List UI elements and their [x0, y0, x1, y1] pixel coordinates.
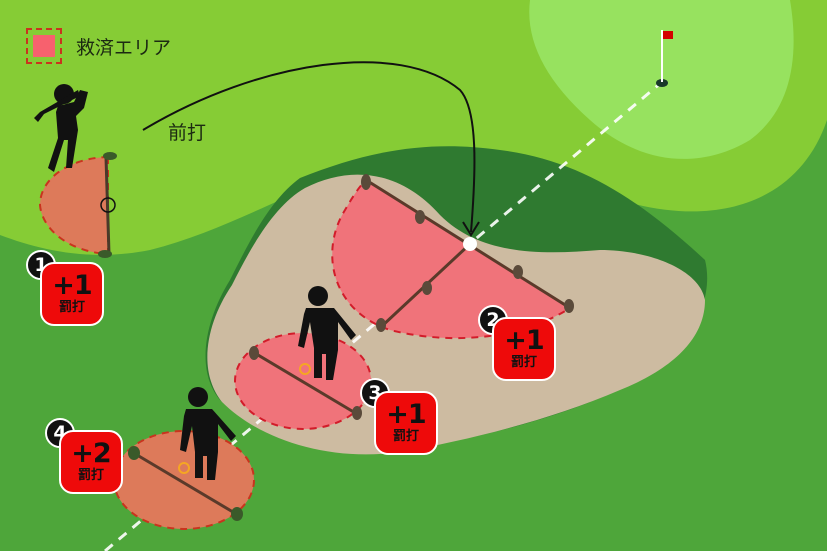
reference-point: [299, 363, 311, 375]
previous-spot-marker: [100, 197, 116, 213]
penalty-unit: 罰打: [58, 300, 85, 315]
club-head-icon: [564, 299, 574, 313]
golfer-swinging-icon: [34, 84, 88, 172]
club-length-line: [104, 156, 111, 255]
penalty-badge-3: +1 罰打: [374, 391, 438, 455]
penalty-strokes: +1: [386, 399, 426, 430]
club-head-icon: [415, 210, 425, 224]
club-length-line: [131, 450, 239, 517]
club-length-line: [252, 350, 358, 416]
club-head-icon: [103, 152, 117, 160]
previous-shot-label: 前打: [168, 122, 207, 144]
club-head-icon: [361, 174, 371, 190]
golfer-standing-icon: [298, 286, 356, 380]
club-head-icon: [376, 318, 386, 332]
penalty-unit: 罰打: [77, 468, 104, 483]
penalty-strokes: +1: [504, 325, 544, 356]
relief-area-swatch: [26, 28, 62, 64]
penalty-badge-2: +1 罰打: [492, 317, 556, 381]
hole-cup: [656, 79, 668, 87]
legend-label: 救済エリア: [76, 36, 172, 59]
ball-position: [463, 237, 477, 251]
penalty-unit: 罰打: [392, 429, 419, 444]
club-head-icon: [513, 265, 523, 279]
penalty-badge-4: +2 罰打: [59, 430, 123, 494]
legend: 救済エリア: [26, 28, 171, 64]
penalty-badge-1: +1 罰打: [40, 262, 104, 326]
club-head-icon: [422, 281, 432, 295]
club-head-icon: [249, 346, 259, 360]
club-head-icon: [98, 250, 112, 258]
club-head-icon: [231, 507, 243, 521]
penalty-unit: 罰打: [510, 355, 537, 370]
golfer-standing-icon: [180, 387, 236, 480]
arrow-head-icon: [462, 221, 480, 237]
reference-point: [178, 462, 190, 474]
relief-area-1: [38, 155, 109, 256]
club-head-icon: [352, 406, 362, 420]
flag-icon: [663, 31, 673, 39]
penalty-strokes: +1: [52, 270, 92, 301]
penalty-strokes: +2: [71, 438, 111, 469]
previous-shot-trajectory: [142, 61, 476, 233]
club-head-icon: [128, 446, 140, 460]
relief-area-2: [331, 178, 572, 340]
